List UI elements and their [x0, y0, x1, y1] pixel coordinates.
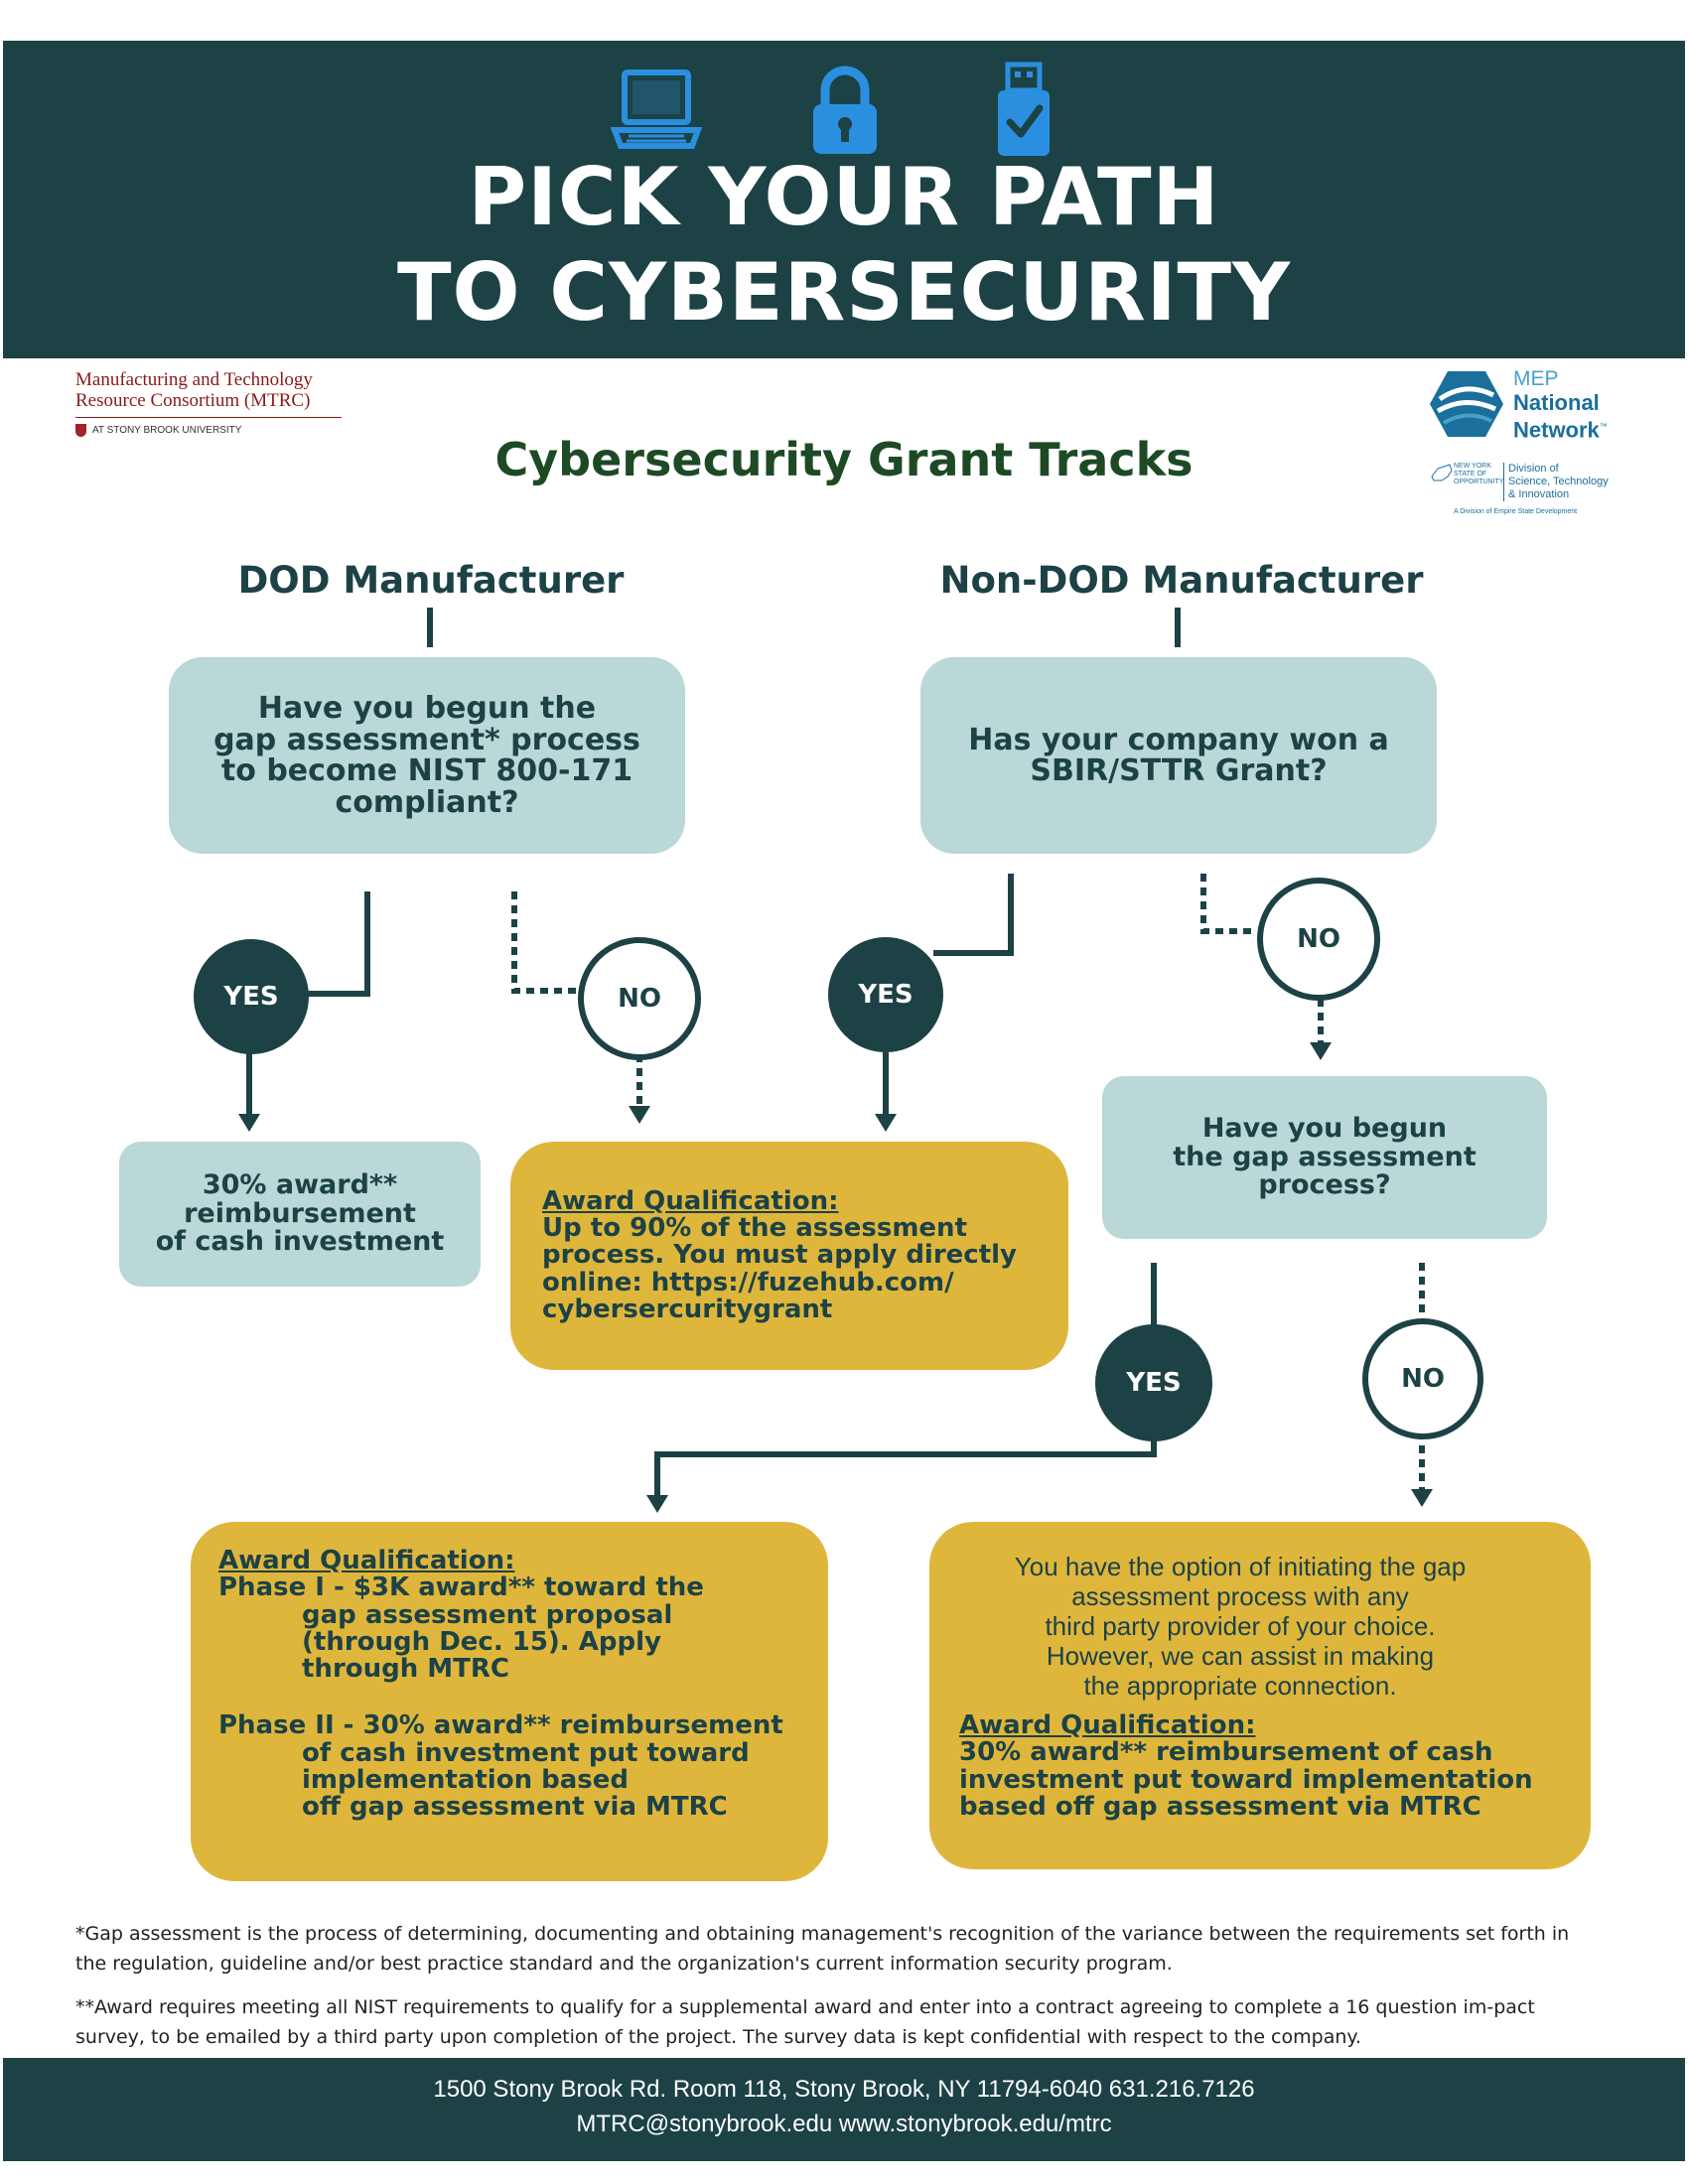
- division-line3: & Innovation: [1508, 488, 1570, 500]
- phase-award-box: Award Qualification: Phase I - $3K award…: [191, 1522, 828, 1881]
- division-line2: Science, Technology: [1508, 476, 1609, 487]
- mtrc-logo-line3: AT STONY BROOK UNIVERSITY: [92, 425, 242, 436]
- dod-no-arrowhead: [629, 1106, 650, 1124]
- page-title-line1: PICK YOUR PATH: [468, 151, 1220, 243]
- phase2-label: Phase II - 30% award** reimbursement: [218, 1710, 783, 1741]
- footer-contact: MTRC@stonybrook.edu www.stonybrook.edu/m…: [576, 2111, 1112, 2137]
- dod-no-node: NO: [578, 937, 701, 1060]
- nondod-yes-node: YES: [828, 937, 943, 1052]
- laptop-icon: [610, 69, 703, 149]
- mep-wordmark: MEP National Network™: [1513, 367, 1608, 442]
- third-party-award-heading: Award Qualification:: [959, 1710, 1256, 1740]
- mep-label: MEP: [1513, 367, 1559, 390]
- mtrc-logo-line1: Manufacturing and Technology: [75, 369, 313, 390]
- fuzehub-award-content: Award Qualification: Up to 90% of the as…: [542, 1185, 1018, 1324]
- nondod-question-text: Has your company won a SBIR/STTR Grant?: [968, 722, 1389, 788]
- phase-spacer: [218, 1683, 783, 1712]
- usb-drive-check-icon: [998, 62, 1050, 156]
- section-subtitle: Cybersecurity Grant Tracks: [494, 433, 1194, 486]
- division-label: Division of Science, Technology & Innova…: [1503, 463, 1609, 501]
- nondod-yes-connector: [933, 874, 1014, 956]
- mtrc-logo: Manufacturing and Technology Resource Co…: [75, 369, 344, 437]
- padlock-icon: [813, 66, 877, 154]
- dod-yes-node: YES: [194, 939, 309, 1054]
- gap-assessment-footnote: *Gap assessment is the process of determ…: [75, 1923, 1570, 1975]
- new-york-state-icon: [1431, 464, 1453, 481]
- page-title-line2: TO CYBERSECURITY: [396, 246, 1292, 339]
- phase-award-heading: Award Qualification:: [218, 1546, 515, 1575]
- mtrc-logo-affiliation: AT STONY BROOK UNIVERSITY: [75, 424, 344, 437]
- mep-national-network-logo: MEP National Network™ NEW YORK STATE OF …: [1430, 367, 1668, 526]
- header-banner: PICK YOUR PATH TO CYBERSECURITY: [3, 41, 1685, 358]
- followup-yes-node: YES: [1095, 1324, 1212, 1441]
- third-party-award-body: 30% award** reimbursement of cash invest…: [959, 1737, 1533, 1822]
- nondod-no-node: NO: [1257, 878, 1380, 1001]
- third-party-option-text: You have the option of initiating the ga…: [1014, 1552, 1467, 1701]
- dod-yes-arrowhead: [238, 1114, 260, 1132]
- dod-track-title: DOD Manufacturer: [237, 559, 625, 602]
- dod-no-connector: [511, 891, 578, 994]
- dod-question-text: Have you begun the gap assessment* proce…: [213, 691, 640, 820]
- national-label: National: [1513, 390, 1600, 415]
- mtrc-logo-line2: Resource Consortium (MTRC): [75, 390, 311, 411]
- dod-question-box: Have you begun the gap assessment* proce…: [169, 657, 685, 854]
- nondod-yes-arrowhead: [875, 1114, 897, 1132]
- fuzehub-award-heading: Award Qualification:: [542, 1185, 839, 1216]
- ny-state-tagline: NEW YORK STATE OF OPPORTUNITY: [1454, 463, 1504, 485]
- award-requirement-footnote: **Award requires meeting all NIST requir…: [75, 1996, 1535, 2048]
- dod-yes-result-box: 30% award** reimbursement of cash invest…: [119, 1142, 481, 1287]
- phase-award-content: Award Qualification: Phase I - $3K award…: [218, 1546, 783, 1823]
- mtrc-logo-rule: [75, 417, 342, 418]
- contact-footer: 1500 Stony Brook Rd. Room 118, Stony Bro…: [3, 2058, 1685, 2161]
- phase1-detail: gap assessment proposal (through Dec. 15…: [302, 1599, 673, 1685]
- followup-question-box: Have you begun the gap assessment proces…: [1102, 1076, 1547, 1239]
- dod-yes-result-text: 30% award** reimbursement of cash invest…: [155, 1169, 445, 1258]
- nondod-no-connector: [1200, 874, 1257, 934]
- division-line1: Division of: [1508, 463, 1559, 475]
- followup-no-node: NO: [1362, 1318, 1483, 1439]
- stony-brook-shield-icon: [75, 424, 86, 437]
- division-subline: A Division of Empire State Development: [1454, 508, 1578, 515]
- followup-no-arrowhead: [1411, 1489, 1433, 1507]
- trademark-symbol: ™: [1599, 422, 1608, 431]
- phase1-label: Phase I - $3K award** toward the: [218, 1572, 704, 1603]
- network-line: Network™: [1513, 415, 1608, 442]
- nondod-question-box: Has your company won a SBIR/STTR Grant?: [920, 657, 1437, 854]
- followup-yes-arrowhead: [646, 1495, 668, 1513]
- footer-address: 1500 Stony Brook Rd. Room 118, Stony Bro…: [433, 2076, 1255, 2103]
- nondod-track-title: Non-DOD Manufacturer: [939, 559, 1424, 602]
- third-party-option-box: You have the option of initiating the ga…: [929, 1522, 1591, 1869]
- third-party-option-content: You have the option of initiating the ga…: [929, 1552, 1591, 1821]
- nondod-no-arrowhead: [1310, 1042, 1332, 1060]
- fuzehub-award-box: Award Qualification: Up to 90% of the as…: [510, 1142, 1068, 1370]
- dod-yes-connector: [298, 891, 370, 997]
- network-label: Network: [1513, 417, 1600, 443]
- phase2-detail: of cash investment put toward implementa…: [302, 1737, 750, 1823]
- followup-yes-route: [654, 1426, 1157, 1497]
- mep-hexagon-icon: [1430, 371, 1503, 437]
- fuzehub-award-body: Up to 90% of the assessment process. You…: [542, 1213, 1018, 1324]
- followup-question-text: Have you begun the gap assessment proces…: [1173, 1113, 1477, 1201]
